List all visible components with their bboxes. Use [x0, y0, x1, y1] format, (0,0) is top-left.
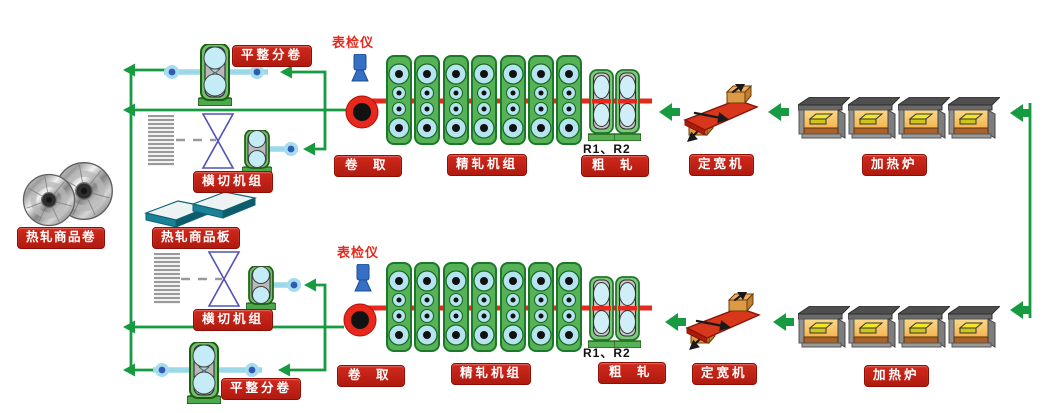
temper-mill-stand-top [198, 44, 232, 106]
rough-stand-r1-bottom [588, 276, 615, 348]
finishing-stand [471, 262, 497, 352]
furnace-icon [948, 306, 1000, 348]
finishing-stand [443, 262, 469, 352]
flow-arrow-icon [1010, 301, 1031, 319]
heating-furnaces-top [798, 97, 1000, 139]
furnace-icon [898, 306, 950, 348]
rough-stand-r2-top [614, 69, 641, 141]
finishing-mill-bottom [386, 262, 582, 352]
finishing-stand [414, 55, 440, 145]
arrow-furnace-to-sizer-top [768, 103, 789, 121]
label-temper-bottom: 平整分卷 [221, 378, 302, 400]
finishing-stand [528, 55, 554, 145]
flow-arrow-icon [303, 142, 315, 156]
label-coiler-top: 卷 取 [334, 155, 403, 177]
finishing-stand [556, 262, 582, 352]
label-crosscut-top: 横切机组 [193, 171, 274, 193]
label-crosscut-bottom: 横切机组 [193, 309, 274, 331]
label-furnace-top: 加热炉 [862, 154, 927, 176]
finishing-stand [386, 55, 412, 145]
width-sizer-machine-bottom [685, 292, 761, 354]
label-sizer-bottom: 定宽机 [692, 363, 757, 385]
label-finishing-bottom: 精轧机组 [451, 363, 532, 385]
hot-rolled-coil-icons [23, 163, 112, 226]
arrow-sizer-to-rough-bottom [665, 313, 686, 331]
label-hot-plate: 热轧商品板 [152, 227, 241, 249]
sheet-stack-top [148, 115, 174, 166]
flow-arrow-icon [123, 363, 135, 377]
finishing-stand [556, 55, 582, 145]
mid-flow-arrows [659, 103, 794, 331]
label-hot-coil: 热轧商品卷 [17, 227, 106, 249]
branch-flow-top-arrows [280, 65, 315, 156]
flow-arrow-icon [280, 65, 292, 79]
flow-arrow-icon [123, 63, 135, 77]
cross-cut-stand-bottom [246, 266, 276, 310]
label-sizer-top: 定宽机 [689, 154, 754, 176]
flow-arrow-icon [123, 103, 135, 117]
label-surface-gauge-bottom: 表检仪 [337, 245, 380, 260]
furnace-icon [898, 97, 950, 139]
finishing-mill-top [386, 55, 582, 145]
furnace-icon [948, 97, 1000, 139]
label-surface-gauge-top: 表检仪 [332, 35, 375, 50]
branch-flow-top [288, 70, 327, 151]
flow-arrow-icon [123, 320, 135, 334]
cross-cut-shear-top [202, 113, 234, 169]
finishing-stand [414, 262, 440, 352]
furnace-icon [798, 97, 850, 139]
cross-cut-stand-top [242, 130, 272, 174]
surface-inspector-icon-top [351, 54, 369, 82]
furnace-icon [798, 306, 850, 348]
arrow-furnace-to-sizer-bottom [773, 313, 794, 331]
temper-mill-stand-bottom [187, 342, 221, 404]
coil-front [23, 174, 74, 225]
finishing-stand [386, 262, 412, 352]
label-rough-top: 粗 轧 [581, 155, 650, 177]
label-coiler-bottom: 卷 取 [337, 365, 406, 387]
coiler-roll-bottom [343, 303, 377, 337]
flow-arrow-icon [304, 278, 316, 292]
flow-arrow-icon [1010, 104, 1031, 122]
rough-stand-r2-bottom [614, 276, 641, 348]
width-sizer-machine-top [683, 84, 759, 146]
sheet-stack-bottom [154, 253, 180, 304]
arrow-sizer-to-rough-top [659, 103, 680, 121]
label-finishing-top: 精轧机组 [447, 154, 528, 176]
label-furnace-bottom: 加热炉 [864, 365, 929, 387]
finishing-stand [500, 262, 526, 352]
cross-cut-shear-bottom [208, 251, 240, 307]
slab-feed-line-right [1010, 103, 1032, 319]
surface-inspector-icon-bottom [354, 264, 372, 292]
finishing-stand [443, 55, 469, 145]
heating-furnaces-bottom [798, 306, 1000, 348]
rough-stand-r1-top [588, 69, 615, 141]
label-r1r2-bottom: R1、R2 [583, 346, 631, 360]
return-flow-arrowheads-left [123, 63, 135, 377]
flow-arrow-icon [278, 363, 290, 377]
finishing-stand [471, 55, 497, 145]
finishing-stand [528, 262, 554, 352]
label-rough-bottom: 粗 轧 [598, 362, 667, 384]
coiler-roll-top [345, 95, 379, 129]
label-r1r2-top: R1、R2 [583, 142, 631, 156]
branch-flow-bottom-arrows [278, 278, 316, 377]
branch-flow-bottom [286, 283, 327, 372]
finishing-stand [500, 55, 526, 145]
furnace-icon [848, 97, 900, 139]
hot-rolled-plate-icons [143, 191, 258, 228]
furnace-icon [848, 306, 900, 348]
label-temper-top: 平整分卷 [232, 45, 313, 67]
